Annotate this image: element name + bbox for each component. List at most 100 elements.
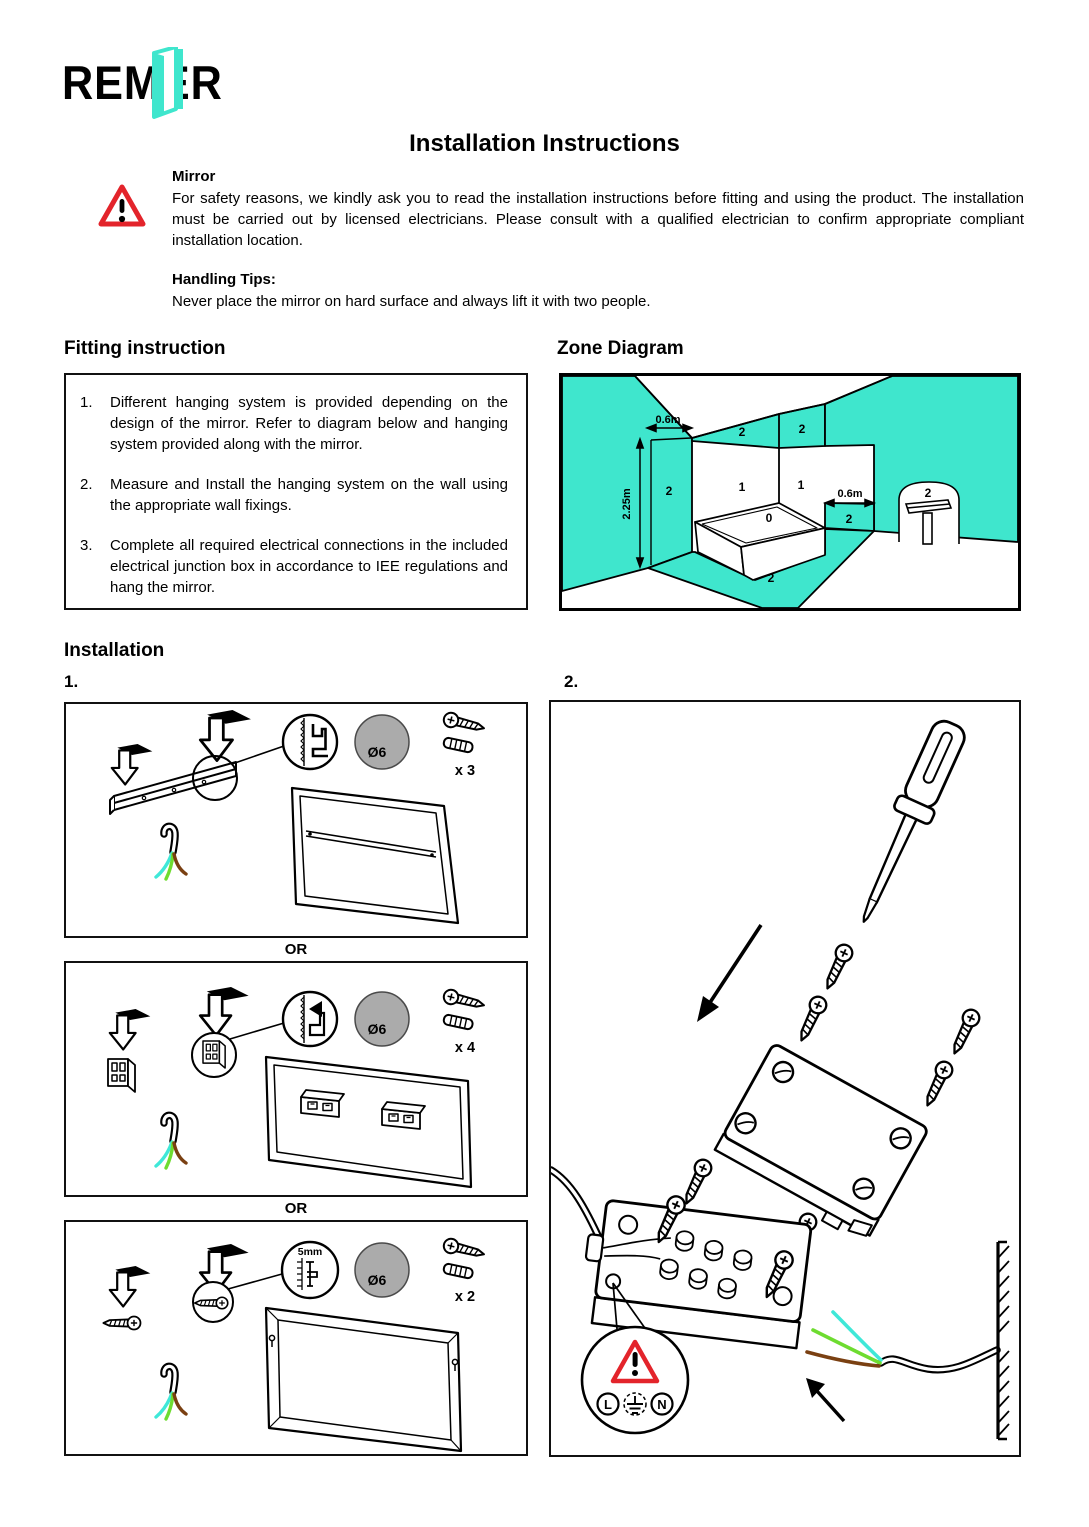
safety-body: For safety reasons, we kindly ask you to… (172, 190, 1024, 249)
wire-arrow (806, 1378, 846, 1423)
fitting-list: 1. Different hanging system is provided … (66, 375, 526, 598)
screwdriver-icon (862, 719, 966, 923)
zone-label-ceiling-left: 2 (739, 425, 746, 439)
warning-triangle-icon (98, 184, 146, 227)
detail-marker-circle (192, 755, 238, 801)
hanging-option-3: 5mm Ø6 x 2 (102, 1236, 487, 1453)
step1-label: 1. (64, 672, 79, 691)
fitting-item-2: 2. Measure and Install the hanging syste… (80, 474, 508, 516)
down-arrow-icon (198, 985, 250, 1037)
zone-label-bath: 0 (766, 511, 773, 525)
direction-arrow (697, 924, 763, 1022)
zone-label-back-left: 1 (739, 480, 746, 494)
down-arrow-icon (198, 708, 253, 762)
basin-pedestal (922, 512, 933, 545)
earth-symbol-icon (623, 1392, 647, 1416)
supply-wire-icon (156, 826, 186, 879)
drill-diameter-label: Ø6 (368, 1272, 387, 1288)
detail-pointer-line (227, 1273, 283, 1290)
cable-gland (584, 1233, 605, 1263)
zone-diagram: 0.6m 2.25m 0.6m 2 2 2 1 1 0 2 2 2 (561, 375, 1019, 609)
or-separator: OR (284, 1200, 308, 1217)
stripped-wire (805, 1310, 1001, 1374)
fitting-item-1: 1. Different hanging system is provided … (80, 392, 508, 455)
quantity-label: x 2 (455, 1289, 475, 1305)
dim-width-top: 0.6m (655, 414, 680, 426)
terminal-detail-circle: L N (580, 1282, 690, 1435)
junction-box-step: L N (547, 719, 1010, 1441)
screw-icon (945, 1005, 984, 1059)
zone-label-back-right: 1 (798, 478, 805, 492)
drill-diameter-badge: Ø6 (354, 991, 410, 1047)
rail-profile-detail-circle (281, 713, 339, 771)
bracket-icon (107, 1058, 136, 1093)
dimension-arrows (635, 423, 877, 570)
screw-icon (441, 987, 487, 1014)
zone-label-ceiling-right: 2 (799, 422, 806, 436)
wall-plug-icon (441, 1013, 475, 1031)
or-separator: OR (284, 941, 308, 958)
detail-pointer-line (231, 745, 285, 765)
detail-pointer-line (229, 1022, 285, 1040)
zone-label-alcove: 2 (925, 486, 932, 500)
screw-depth-detail-circle: 5mm (280, 1240, 340, 1300)
installation-heading: Installation (64, 640, 165, 661)
fitting-item-number: 2. (80, 476, 93, 493)
drill-diameter-badge: Ø6 (354, 714, 410, 770)
screw-icon (918, 1057, 957, 1111)
keyhole-plate-icon (300, 1089, 345, 1118)
drill-diameter-badge: Ø6 (354, 1242, 410, 1298)
zone-label-right-wall: 2 (846, 512, 853, 526)
live-terminal-label: L (604, 1397, 612, 1412)
dim-width-right: 0.6m (837, 488, 862, 500)
mirror-back (290, 786, 460, 925)
wall-section (996, 1240, 1010, 1441)
quantity-label: x 3 (455, 763, 475, 779)
fitting-item-text: Different hanging system is provided dep… (110, 394, 508, 453)
keyhole-plate-icon (381, 1101, 426, 1130)
screw-icon (441, 710, 487, 737)
screw-icon (818, 940, 857, 994)
incoming-cable (547, 1166, 605, 1246)
junction-box-lid (713, 1044, 928, 1237)
drill-diameter-label: Ø6 (368, 1021, 387, 1037)
fitting-item-text: Measure and Install the hanging system o… (110, 476, 508, 514)
basin-alcove (898, 481, 960, 545)
screw-icon (677, 1155, 716, 1209)
handling-heading: Handling Tips: (172, 271, 276, 288)
mirror-door-icon (152, 47, 183, 119)
bracket-profile-detail-circle (281, 990, 339, 1048)
supply-wire-icon (156, 1115, 186, 1168)
zone-heading: Zone Diagram (557, 338, 684, 359)
fitting-item-text: Complete all required electrical connect… (110, 537, 508, 596)
down-arrow-icon (108, 1007, 152, 1051)
fitting-item-number: 1. (80, 394, 93, 411)
safety-heading: Mirror (172, 168, 216, 185)
page-title: Installation Instructions (409, 130, 680, 157)
hanging-option-2: Ø6 x 4 (107, 985, 487, 1189)
neutral-terminal-label: N (657, 1397, 666, 1412)
brand-logo-text: REMER (62, 56, 223, 109)
handling-body: Never place the mirror on hard surface a… (172, 293, 651, 310)
quantity-label: x 4 (455, 1040, 475, 1056)
screw-depth-label: 5mm (298, 1246, 323, 1258)
wall-plug-icon (441, 1262, 475, 1280)
junction-box-base (584, 1199, 813, 1350)
down-arrow-icon (110, 742, 154, 786)
mirror-back (264, 1055, 473, 1189)
supply-wire-icon (156, 1366, 186, 1419)
wall-plug-icon (441, 736, 475, 754)
zone-label-floor: 2 (768, 571, 775, 585)
dim-height: 2.25m (621, 488, 633, 519)
screw-icon (441, 1236, 487, 1263)
keyhole-slot (268, 1334, 459, 1371)
screw-icon (102, 1315, 142, 1331)
step2-label: 2. (564, 672, 579, 691)
hanging-option-1: Ø6 x 3 (109, 708, 487, 925)
fitting-heading: Fitting instruction (64, 338, 226, 359)
mirror-frame (264, 1306, 463, 1453)
down-arrow-icon (108, 1264, 152, 1308)
fitting-item-3: 3. Complete all required electrical conn… (80, 535, 508, 598)
brand-logo: REMER (62, 47, 252, 133)
